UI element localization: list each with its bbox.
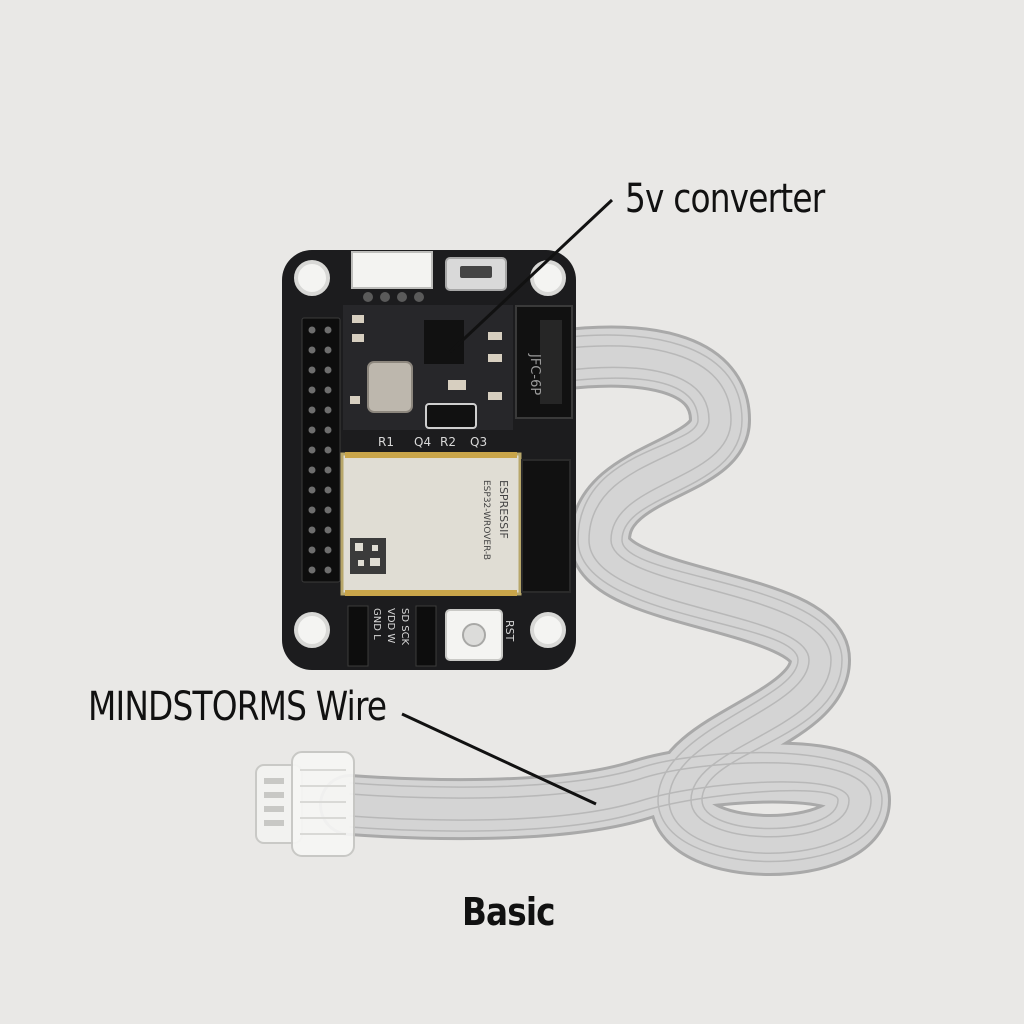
reset-label: RST [503, 620, 516, 642]
wire-leader-line [401, 712, 597, 806]
pins-vdd-label: VDD W [385, 608, 396, 643]
ref-r2: R2 [440, 435, 456, 449]
ref-q4: Q4 [414, 435, 431, 449]
converter-chip [424, 320, 464, 364]
ref-r1: R1 [378, 435, 394, 449]
pins-sd-label: SD SCK [399, 608, 410, 646]
mounting-holes [294, 260, 566, 648]
pcb-board: JFC-6P R1 R2 Q3 Q4 [282, 250, 576, 670]
connector-label: JFC-6P [527, 353, 542, 395]
caption: Basic [462, 890, 556, 934]
inductor [367, 361, 413, 413]
pin-header [301, 317, 341, 583]
antenna-area [521, 459, 571, 593]
ribbon-cable [319, 325, 892, 876]
converter-leader-line [448, 198, 614, 354]
ref-q3: Q3 [470, 435, 487, 449]
converter-annotation: 5v converter [625, 176, 825, 222]
pins-gnd-label: GND L [371, 608, 382, 640]
module-brand: ESPRESSIF [497, 480, 510, 539]
wire-connector [255, 751, 355, 857]
jst-connector [351, 251, 433, 289]
wire-annotation: MINDSTORMS Wire [88, 684, 387, 730]
module-model: ESP32-WROVER-B [481, 480, 491, 560]
